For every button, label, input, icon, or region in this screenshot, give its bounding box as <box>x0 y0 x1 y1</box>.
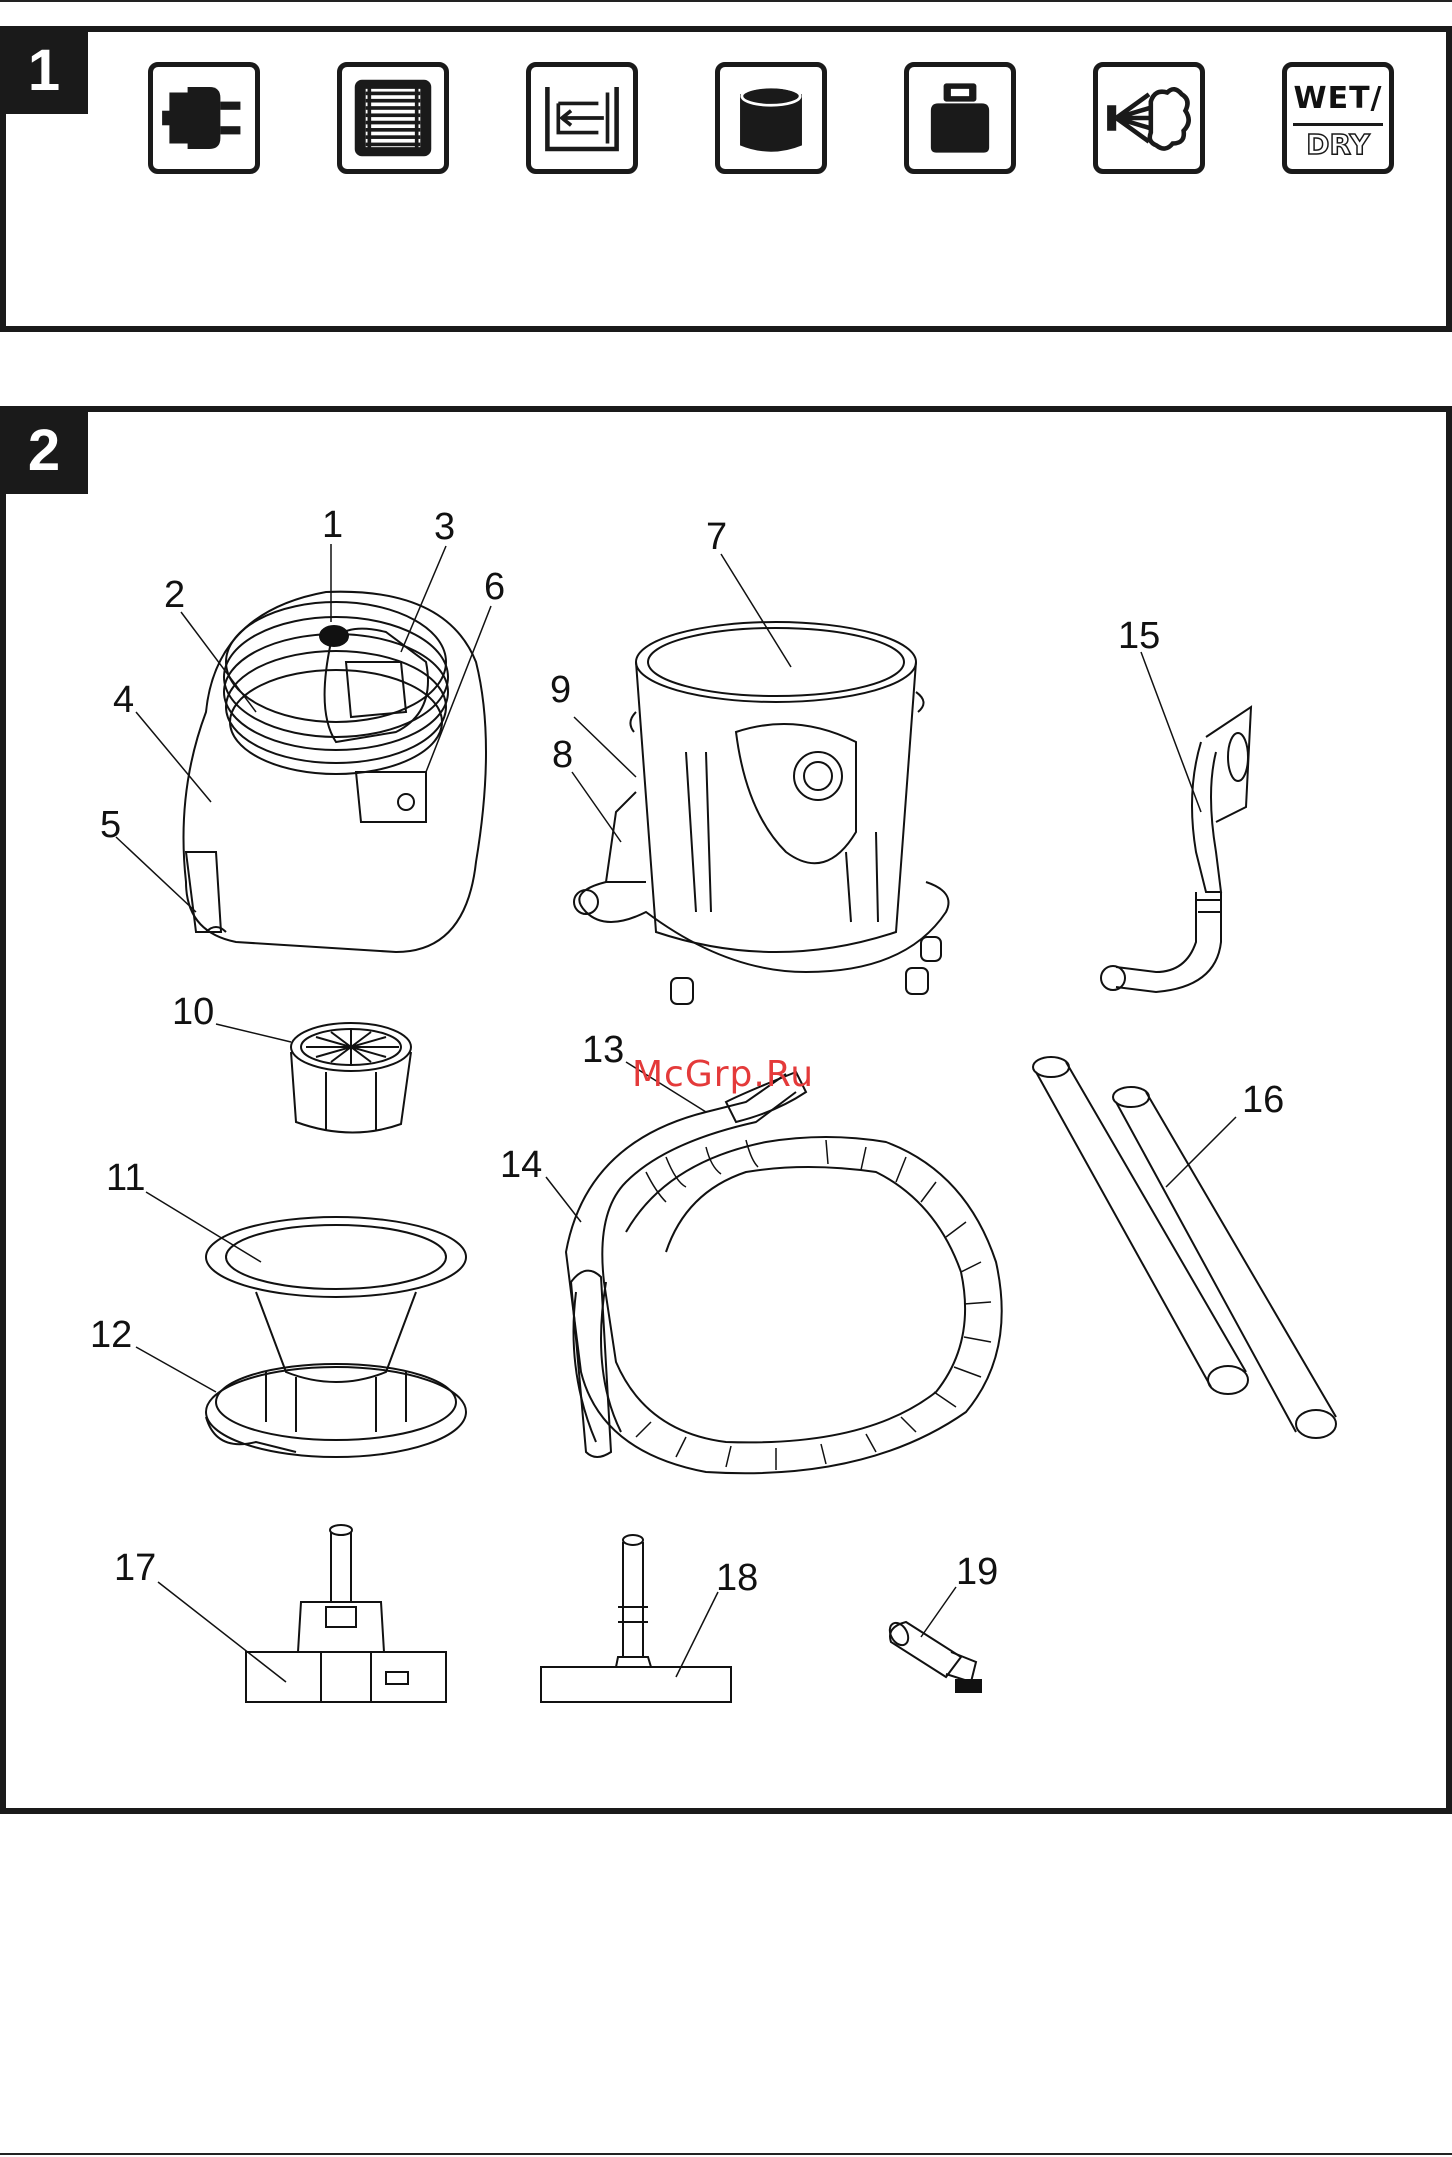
section-1-panel: 1 <box>0 26 1452 332</box>
part-labels: 1 2 3 4 5 6 7 8 9 10 11 12 13 14 15 16 1… <box>90 504 1284 1599</box>
hose-length-icon <box>526 62 638 174</box>
elbow-drawing <box>1101 707 1251 992</box>
part-label: 13 <box>582 1029 624 1071</box>
parts-diagram: 1 2 3 4 5 6 7 8 9 10 11 12 13 14 15 16 1… <box>6 412 1446 1808</box>
weight-icon <box>904 62 1016 174</box>
part-label: 18 <box>716 1557 758 1599</box>
watermark: McGrp.Ru <box>632 1054 814 1095</box>
part-label: 15 <box>1118 615 1160 657</box>
part-label: 11 <box>106 1157 145 1199</box>
part-label: 14 <box>500 1144 542 1186</box>
part-label: 5 <box>100 804 121 846</box>
section-1-badge: 1 <box>0 26 88 114</box>
extension-tubes-drawing <box>1033 1057 1336 1438</box>
motor-head-drawing <box>184 592 487 952</box>
plug-icon <box>148 62 260 174</box>
container-icon <box>715 62 827 174</box>
crevice-nozzle-drawing <box>886 1620 981 1692</box>
upholstery-nozzle-drawing <box>541 1535 731 1702</box>
top-rule <box>0 0 1452 2</box>
part-label: 16 <box>1242 1079 1284 1121</box>
blower-icon <box>1093 62 1205 174</box>
tank-drawing <box>574 622 949 1004</box>
wet-dry-icon: WET/ DRY <box>1282 62 1394 174</box>
filter-icon <box>337 62 449 174</box>
dry-label: DRY <box>1293 123 1383 161</box>
filter-cartridge-drawing <box>291 1023 411 1133</box>
part-label: 9 <box>550 669 571 711</box>
part-label: 7 <box>706 516 727 558</box>
part-label: 6 <box>484 566 505 608</box>
part-label: 2 <box>164 574 185 616</box>
part-label: 1 <box>322 504 343 546</box>
part-label: 17 <box>114 1547 156 1589</box>
wet-label: WET/ <box>1287 81 1389 116</box>
part-label: 12 <box>90 1314 132 1356</box>
floor-nozzle-drawing <box>246 1525 446 1702</box>
section-2-panel: 2 <box>0 406 1452 1814</box>
hose-drawing <box>566 1072 1002 1473</box>
part-label: 3 <box>434 506 455 548</box>
part-label: 8 <box>552 734 573 776</box>
part-label: 4 <box>113 679 134 721</box>
bottom-rule <box>0 2153 1452 2155</box>
part-label: 19 <box>956 1551 998 1593</box>
part-label: 10 <box>172 991 214 1033</box>
